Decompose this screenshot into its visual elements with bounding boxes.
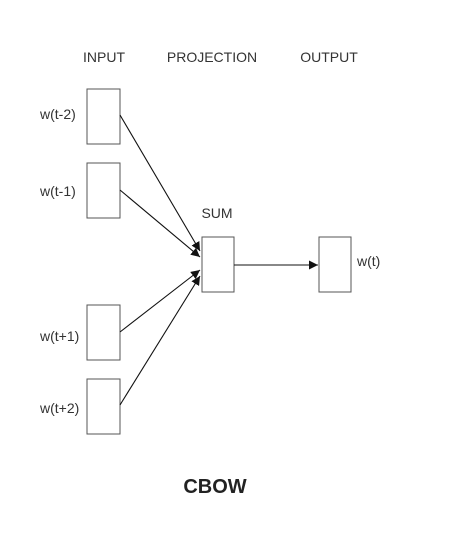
input-label-t-plus-2: w(t+2) [39,400,79,416]
input-label-t-plus-1: w(t+1) [39,328,79,344]
edge-input-t-plus-1-to-projection [119,269,201,333]
input-node-t-plus-2 [86,378,121,435]
input-node-t-minus-1 [86,162,121,219]
input-node-t-plus-1 [86,304,121,361]
input-label-t-minus-1: w(t-1) [39,183,76,199]
edge-input-t-minus-2-to-projection [119,114,201,252]
input-node-t-minus-2 [86,88,121,145]
projection-node [201,236,235,293]
output-node [318,236,352,293]
projection-sum-label: SUM [201,205,232,221]
edge-input-t-minus-1-to-projection [119,189,201,258]
input-column-header: INPUT [83,49,125,65]
output-label: w(t) [356,253,380,269]
diagram-title: CBOW [183,476,246,498]
projection-column-header: PROJECTION [167,49,257,65]
input-label-t-minus-2: w(t-2) [39,106,76,122]
output-column-header: OUTPUT [300,49,358,65]
edge-input-t-plus-2-to-projection [119,275,201,406]
